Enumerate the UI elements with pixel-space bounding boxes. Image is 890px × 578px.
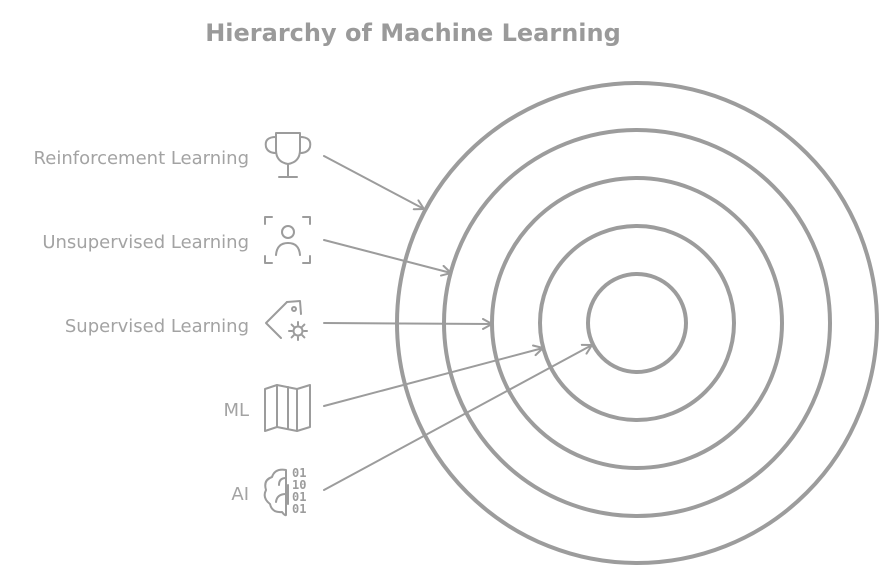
user-scan-icon [264,216,311,264]
label-reinforcement-learning: Reinforcement Learning [34,148,249,169]
map-icon [264,384,311,432]
arrow-unsupervised-learning [323,239,452,277]
label-supervised-learning: Supervised Learning [65,316,249,337]
ring-supervised-learning [490,176,784,470]
label-unsupervised-learning: Unsupervised Learning [42,232,249,253]
arrow-ml [323,344,544,407]
binary-digits-row-4: 01 [292,502,306,516]
ring-ml [538,224,736,422]
arrow-reinforcement-learning [323,155,425,211]
connector-arrows [323,155,593,491]
diagram-title: Hierarchy of Machine Learning [205,19,621,47]
brain-binary-icon: 01 10 01 01 [263,466,306,517]
ring-unsupervised-learning [442,128,832,518]
binary-digits-row-3: 01 [292,490,306,504]
binary-digits-row-1: 01 [292,466,306,480]
concentric-rings [395,81,879,565]
arrow-ai [323,343,593,491]
arrow-supervised-learning [323,317,493,330]
label-ml: ML [223,400,249,421]
tag-gear-icon [265,300,308,341]
label-ai: AI [231,484,249,505]
binary-digits-row-2: 10 [292,478,306,492]
ring-ai [586,272,688,374]
trophy-icon [264,132,312,178]
